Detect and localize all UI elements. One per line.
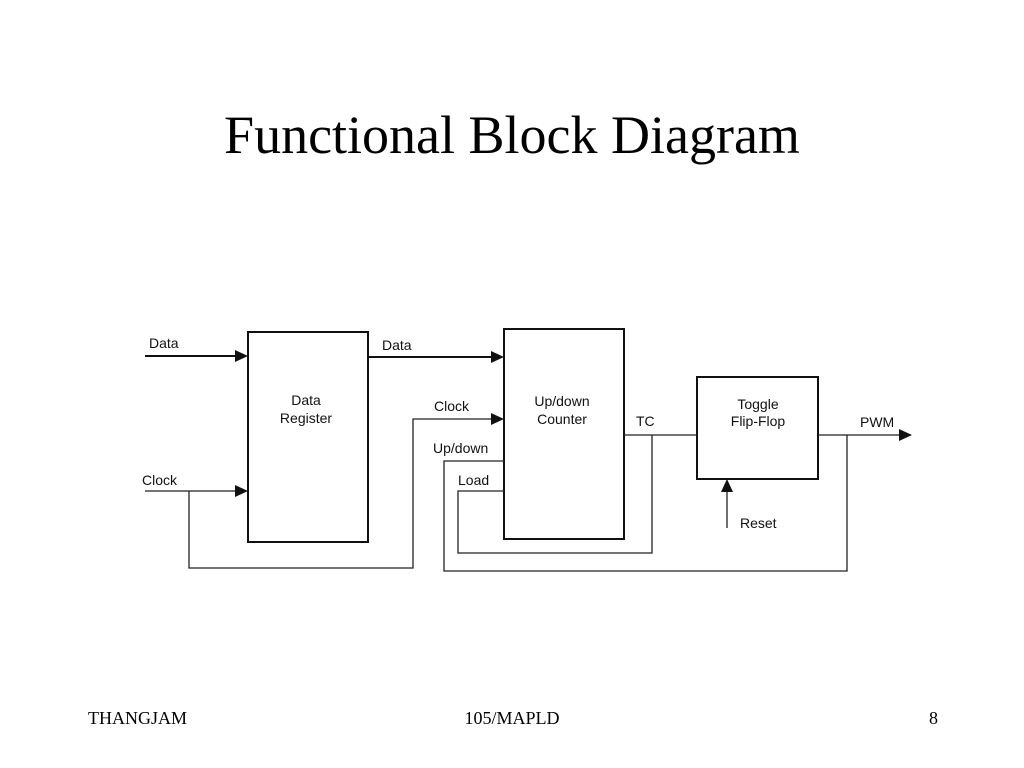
- footer-author: THANGJAM: [88, 708, 187, 728]
- tc-label: TC: [636, 413, 655, 429]
- data-register-label-2: Register: [280, 410, 332, 426]
- updown-label: Up/down: [433, 440, 488, 456]
- data-bus-label: Data: [382, 337, 412, 353]
- data-input-arrowhead: [235, 350, 248, 362]
- clock-feed-wire: [188, 418, 494, 569]
- counter-label-1: Up/down: [534, 393, 589, 409]
- toggle-flipflop-block: [696, 376, 819, 480]
- toggle-label-1: Toggle: [737, 396, 778, 412]
- updown-feedback-wire: [443, 435, 848, 572]
- clock-input-arrowhead: [235, 485, 248, 497]
- footer-event: 105/MAPLD: [464, 708, 560, 728]
- reset-label: Reset: [740, 515, 777, 531]
- clock-feed-label: Clock: [434, 398, 470, 414]
- data-input-label: Data: [149, 335, 179, 351]
- pwm-label: PWM: [860, 414, 894, 430]
- data-register-label-1: Data: [291, 392, 321, 408]
- clock-feed-arrowhead: [491, 413, 504, 425]
- updown-counter-block: [503, 328, 625, 540]
- counter-label-2: Counter: [537, 411, 587, 427]
- load-label: Load: [458, 472, 489, 488]
- footer-page-number: 8: [929, 708, 938, 728]
- pwm-output-arrowhead: [899, 429, 912, 441]
- reset-arrowhead: [721, 479, 733, 492]
- data-bus-arrowhead: [491, 351, 504, 363]
- clock-input-label: Clock: [142, 472, 178, 488]
- data-register-block: [247, 331, 369, 543]
- toggle-label-2: Flip-Flop: [731, 413, 786, 429]
- slide-title: Functional Block Diagram: [224, 105, 800, 165]
- load-feedback-wire: [457, 435, 653, 554]
